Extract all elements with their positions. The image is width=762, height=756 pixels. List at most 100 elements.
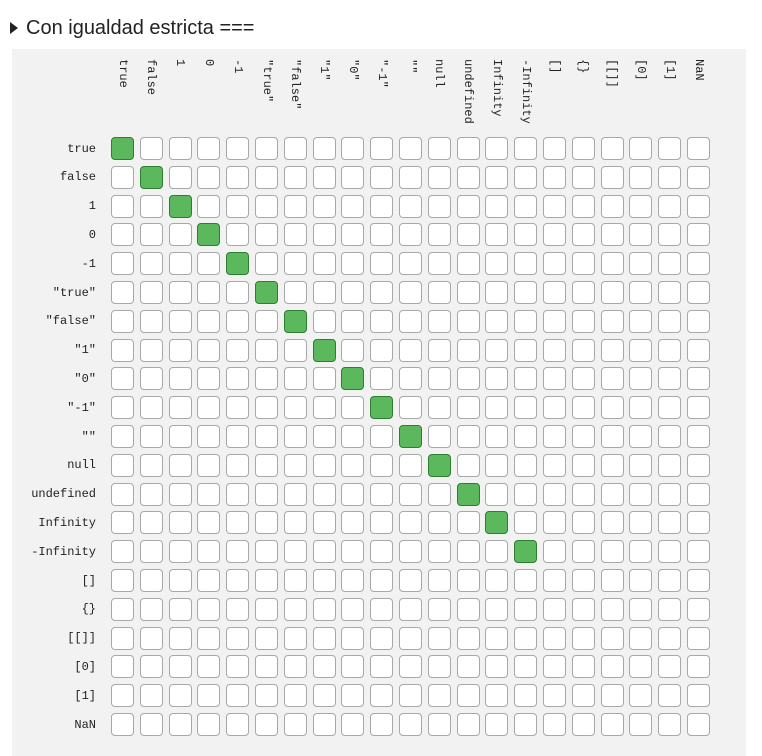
matrix-cell xyxy=(543,281,566,304)
matrix-cell xyxy=(312,511,336,535)
matrix-cell xyxy=(255,396,278,420)
matrix-cell xyxy=(139,223,163,247)
matrix-cell xyxy=(514,453,538,477)
matrix-cell xyxy=(687,425,710,448)
matrix-cell xyxy=(456,338,480,362)
matrix-cell xyxy=(427,684,451,708)
matrix-cell xyxy=(687,194,710,218)
matrix-cell xyxy=(168,713,192,736)
matrix-cell xyxy=(514,338,538,362)
matrix-cell xyxy=(341,482,365,506)
matrix-cell xyxy=(139,482,163,506)
matrix-cell xyxy=(283,713,307,736)
matrix-cell xyxy=(139,396,163,420)
matrix-cell xyxy=(370,482,394,506)
matrix-cell xyxy=(197,626,221,650)
matrix-cell xyxy=(312,396,336,420)
matrix-cell xyxy=(370,425,394,448)
matrix-cell-equal xyxy=(139,165,163,189)
matrix-cell xyxy=(629,309,653,333)
matrix-cell xyxy=(283,511,307,535)
matrix-cell xyxy=(341,713,365,736)
matrix-cell xyxy=(255,482,278,506)
disclosure-summary[interactable]: Con igualdad estricta === xyxy=(10,13,255,43)
matrix-cell-equal xyxy=(514,540,538,564)
matrix-cell xyxy=(600,252,624,276)
matrix-cell xyxy=(226,309,250,333)
matrix-cell xyxy=(600,540,624,564)
row-label: "0" xyxy=(74,371,96,386)
matrix-cell xyxy=(427,165,451,189)
column-label: "false" xyxy=(288,59,303,110)
matrix-cell xyxy=(399,511,422,535)
matrix-cell xyxy=(255,511,278,535)
matrix-cell xyxy=(571,684,595,708)
matrix-cell xyxy=(485,252,509,276)
matrix-cell xyxy=(427,425,451,448)
matrix-cell xyxy=(427,281,451,304)
matrix-cell xyxy=(370,626,394,650)
matrix-cell xyxy=(139,137,163,160)
matrix-cell xyxy=(312,367,336,391)
matrix-cell xyxy=(370,252,394,276)
matrix-cell xyxy=(312,425,336,448)
matrix-cell xyxy=(168,165,192,189)
matrix-cell xyxy=(658,281,682,304)
matrix-cell xyxy=(571,338,595,362)
matrix-cell xyxy=(687,223,710,247)
matrix-cell xyxy=(197,367,221,391)
matrix-cell xyxy=(255,252,278,276)
matrix-cell xyxy=(283,252,307,276)
matrix-cell xyxy=(312,655,336,679)
matrix-cell xyxy=(456,655,480,679)
matrix-cell xyxy=(168,338,192,362)
matrix-cell xyxy=(543,482,566,506)
matrix-cell xyxy=(139,367,163,391)
matrix-cell xyxy=(226,655,250,679)
column-label: "1" xyxy=(317,59,332,81)
matrix-cell-equal xyxy=(370,396,394,420)
matrix-cell xyxy=(658,252,682,276)
matrix-cell-equal xyxy=(456,482,480,506)
matrix-cell xyxy=(197,453,221,477)
row-label: -1 xyxy=(81,256,96,271)
matrix-cell xyxy=(456,137,480,160)
matrix-cell xyxy=(370,367,394,391)
matrix-cell xyxy=(168,655,192,679)
matrix-cell xyxy=(485,165,509,189)
matrix-cell xyxy=(197,655,221,679)
matrix-cell xyxy=(485,194,509,218)
matrix-cell xyxy=(283,453,307,477)
matrix-cell xyxy=(226,223,250,247)
matrix-cell xyxy=(399,281,422,304)
matrix-cell xyxy=(226,597,250,621)
matrix-cell xyxy=(543,396,566,420)
matrix-cell xyxy=(658,684,682,708)
column-label: [1] xyxy=(662,59,677,81)
matrix-cell xyxy=(341,540,365,564)
matrix-cell xyxy=(283,338,307,362)
matrix-cell xyxy=(399,569,422,592)
matrix-cell xyxy=(514,597,538,621)
matrix-cell xyxy=(456,425,480,448)
matrix-cell xyxy=(485,425,509,448)
matrix-cell xyxy=(197,165,221,189)
matrix-cell xyxy=(139,655,163,679)
column-label: null xyxy=(432,59,447,88)
row-label: Infinity xyxy=(38,515,96,530)
matrix-cell xyxy=(629,655,653,679)
matrix-cell xyxy=(629,626,653,650)
matrix-cell xyxy=(168,223,192,247)
matrix-cell xyxy=(226,194,250,218)
matrix-cell xyxy=(658,194,682,218)
matrix-cell xyxy=(197,569,221,592)
matrix-cell xyxy=(571,137,595,160)
matrix-cell xyxy=(341,453,365,477)
matrix-cell xyxy=(139,684,163,708)
matrix-cell xyxy=(543,252,566,276)
matrix-cell xyxy=(427,367,451,391)
matrix-cell xyxy=(543,597,566,621)
matrix-cell xyxy=(629,338,653,362)
matrix-cell xyxy=(197,425,221,448)
